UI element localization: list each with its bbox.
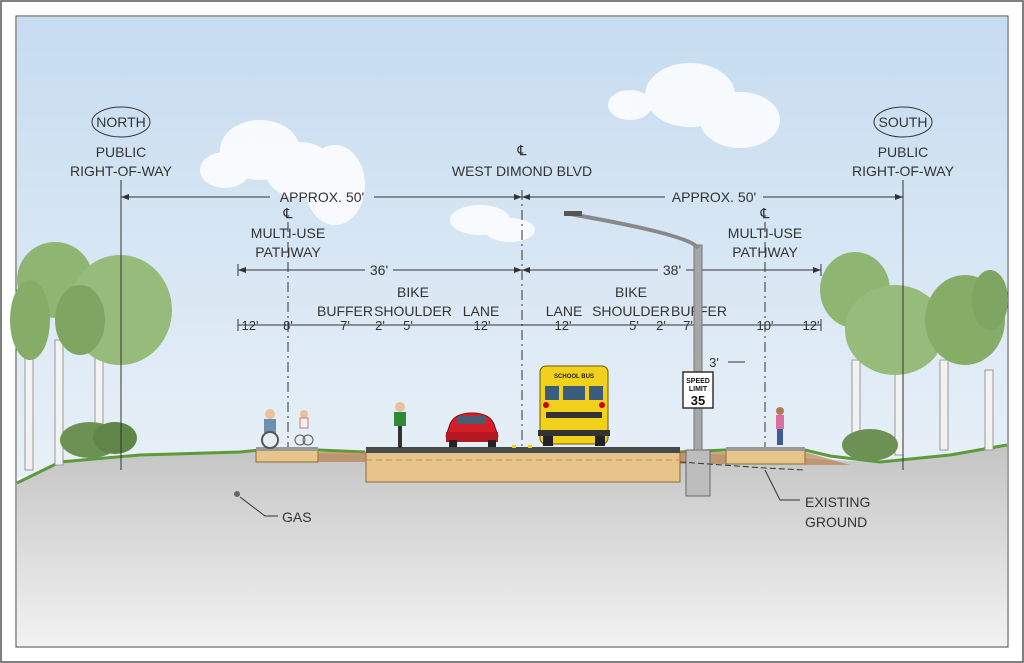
existing-ground-leader	[764, 469, 800, 501]
road-name: WEST DIMOND BLVD	[452, 163, 592, 179]
centerline-symbol: ℄	[517, 142, 527, 158]
south-oval	[873, 106, 933, 138]
north-shoulder-label: SHOULDER	[374, 303, 452, 319]
seg-south-1: 5'	[629, 318, 639, 333]
school-bus: SCHOOL BUS	[538, 365, 610, 446]
south-pathway-line2: PATHWAY	[732, 244, 798, 260]
existing-ground-line1: EXISTING	[805, 494, 870, 510]
wheelchair-user	[261, 409, 279, 449]
trees-south	[820, 252, 1008, 461]
child-cyclist	[294, 410, 314, 446]
south-label: SOUTH	[879, 114, 928, 130]
north-row-label-line2: RIGHT-OF-WAY	[70, 163, 173, 179]
seg-south-0: 12'	[555, 318, 572, 333]
grass-line-south	[679, 443, 1008, 464]
south-pathway-line1: MULTI-USE	[728, 225, 802, 241]
sign-value: 35	[691, 393, 705, 408]
south-lane-label: LANE	[546, 303, 583, 319]
sign-offset-dim: 3'	[709, 355, 719, 370]
south-row-label-line1: PUBLIC	[878, 144, 929, 160]
north-section-width: 36'	[370, 262, 388, 278]
south-bike-label: BIKE	[615, 284, 647, 300]
pedestrian	[776, 407, 784, 445]
centerline-markings	[512, 445, 532, 448]
clouds	[200, 63, 780, 242]
seg-north-2: 7'	[340, 318, 350, 333]
seg-north-0: 12'	[242, 318, 259, 333]
seg-north-1: 8'	[283, 318, 293, 333]
dimension-lines	[120, 180, 904, 470]
north-oval	[91, 106, 151, 138]
north-row-width: APPROX. 50'	[280, 189, 364, 205]
sign-line2: LIMIT	[689, 386, 708, 393]
seg-south-2: 2'	[656, 318, 666, 333]
seg-north-5: 12'	[474, 318, 491, 333]
gas-label: GAS	[282, 509, 312, 525]
trees-north	[10, 242, 172, 471]
south-pathway-cl: ℄	[760, 205, 770, 221]
speed-limit-sign: SPEED LIMIT 35	[682, 371, 714, 409]
existing-ground-line	[679, 461, 806, 471]
seg-south-3: 7'	[683, 318, 693, 333]
north-pathway-line1: MULTI-USE	[251, 225, 325, 241]
seg-north-3: 2'	[375, 318, 385, 333]
seg-south-4: 10'	[757, 318, 774, 333]
seg-south-5: 12'	[803, 318, 820, 333]
south-row-width: APPROX. 50'	[672, 189, 756, 205]
road-cyclist	[394, 402, 406, 448]
gas-line-marker	[234, 491, 240, 497]
north-label: NORTH	[96, 114, 146, 130]
existing-ground-line2: GROUND	[805, 514, 867, 530]
dimension-ticks	[121, 194, 903, 273]
south-section-width: 38'	[663, 262, 681, 278]
north-row-label-line1: PUBLIC	[96, 144, 147, 160]
seg-north-4: 5'	[403, 318, 413, 333]
bus-label: SCHOOL BUS	[554, 374, 594, 380]
segment-widths: 12' 8' 7' 2' 5' 12' 12' 5' 2' 7' 10' 12'	[242, 318, 820, 333]
south-shoulder-label: SHOULDER	[592, 303, 670, 319]
north-bike-label: BIKE	[397, 284, 429, 300]
subsurface-ground	[17, 445, 1007, 646]
sky	[17, 17, 1007, 477]
street-light	[564, 211, 711, 497]
north-pathway-line2: PATHWAY	[255, 244, 321, 260]
road-base	[255, 447, 850, 483]
north-buffer-label: BUFFER	[317, 303, 373, 319]
sign-line1: SPEED	[686, 378, 710, 385]
south-row-label-line2: RIGHT-OF-WAY	[852, 163, 955, 179]
gas-leader	[239, 496, 278, 517]
red-car	[445, 412, 499, 447]
north-pathway-cl: ℄	[283, 205, 293, 221]
north-lane-label: LANE	[463, 303, 500, 319]
